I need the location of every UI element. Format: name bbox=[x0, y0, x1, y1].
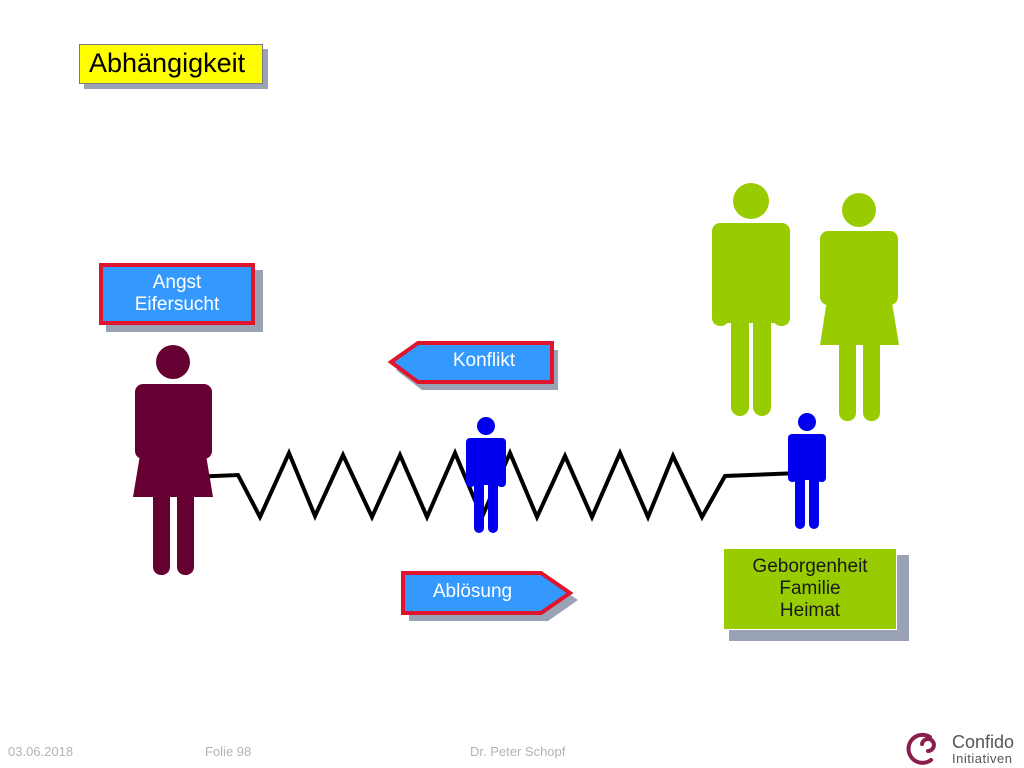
heimat-label: Heimat bbox=[779, 600, 841, 621]
footer-date: 03.06.2018 bbox=[8, 744, 74, 759]
grandmother-figure bbox=[820, 193, 899, 421]
child-figure-middle bbox=[466, 417, 506, 533]
angst-eifersucht-box: Angst Eifersucht bbox=[99, 263, 255, 325]
confido-logo-tagline: Initiativen bbox=[952, 751, 1013, 766]
footer-slide-number: Folie 98 bbox=[205, 744, 252, 759]
angst-label: Angst bbox=[152, 272, 202, 293]
eifersucht-label: Eifersucht bbox=[134, 294, 220, 315]
abloesung-arrow-shape bbox=[401, 571, 574, 615]
mother-figure bbox=[133, 345, 213, 575]
familie-label: Familie bbox=[779, 578, 841, 599]
footer-author: Dr. Peter Schopf bbox=[470, 744, 566, 759]
geborgenheit-label: Geborgenheit bbox=[752, 556, 868, 577]
konflikt-arrow-shape bbox=[387, 341, 554, 384]
father-figure bbox=[712, 183, 790, 416]
geborgenheit-familie-heimat-box: Geborgenheit Familie Heimat bbox=[723, 548, 897, 630]
confido-logo-name: Confido bbox=[952, 732, 1015, 752]
confido-logo-icon bbox=[906, 732, 936, 765]
slide-title: Abhängigkeit bbox=[79, 44, 263, 84]
child-figure-right bbox=[788, 413, 826, 529]
konflikt-label: Konflikt bbox=[452, 350, 516, 371]
abloesung-label: Ablösung bbox=[432, 581, 513, 602]
